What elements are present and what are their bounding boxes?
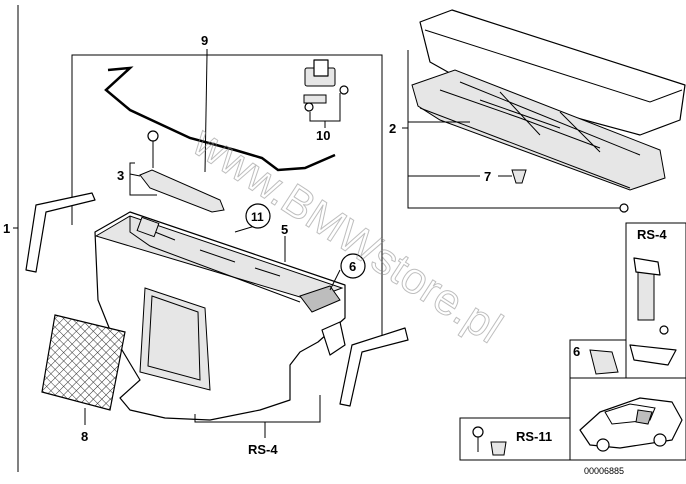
label-6-inset: 6 (573, 344, 580, 359)
label-11: 11 (251, 210, 264, 224)
cushion-assembly (411, 9, 686, 191)
bracket-1 (13, 5, 19, 472)
label-rs4-bottom: RS-4 (248, 442, 278, 457)
leaders (234, 225, 341, 291)
label-9: 9 (201, 33, 208, 48)
diagram-id: 00006885 (584, 466, 624, 476)
storage-bin-5 (94, 211, 346, 421)
bracket-9 (71, 49, 383, 335)
label-3: 3 (117, 168, 124, 183)
bracket-3-assembly (129, 130, 225, 213)
hinge-10 (303, 59, 349, 128)
right-side-trim (339, 327, 409, 407)
label-rs11: RS-11 (516, 429, 552, 444)
label-10: 10 (316, 128, 330, 143)
rs4-bottom-bracket (194, 395, 321, 438)
label-6: 6 (349, 259, 356, 274)
label-5: 5 (281, 222, 288, 237)
label-1: 1 (3, 221, 10, 236)
bracket-2-7 (402, 50, 629, 213)
label-rs4-panel: RS-4 (637, 227, 667, 242)
seal-strip-9 (104, 66, 336, 172)
label-2: 2 (389, 121, 396, 136)
left-side-trim (25, 192, 96, 273)
label-7: 7 (484, 169, 491, 184)
label-8: 8 (81, 429, 88, 444)
part-6-inset (569, 339, 677, 379)
rs4-panel (625, 222, 686, 379)
callout-circle-11 (245, 203, 271, 229)
callout-circle-6 (340, 253, 366, 279)
car-location-inset (569, 377, 686, 461)
mesh-net-8 (41, 314, 126, 425)
rs11-inset (459, 417, 571, 461)
